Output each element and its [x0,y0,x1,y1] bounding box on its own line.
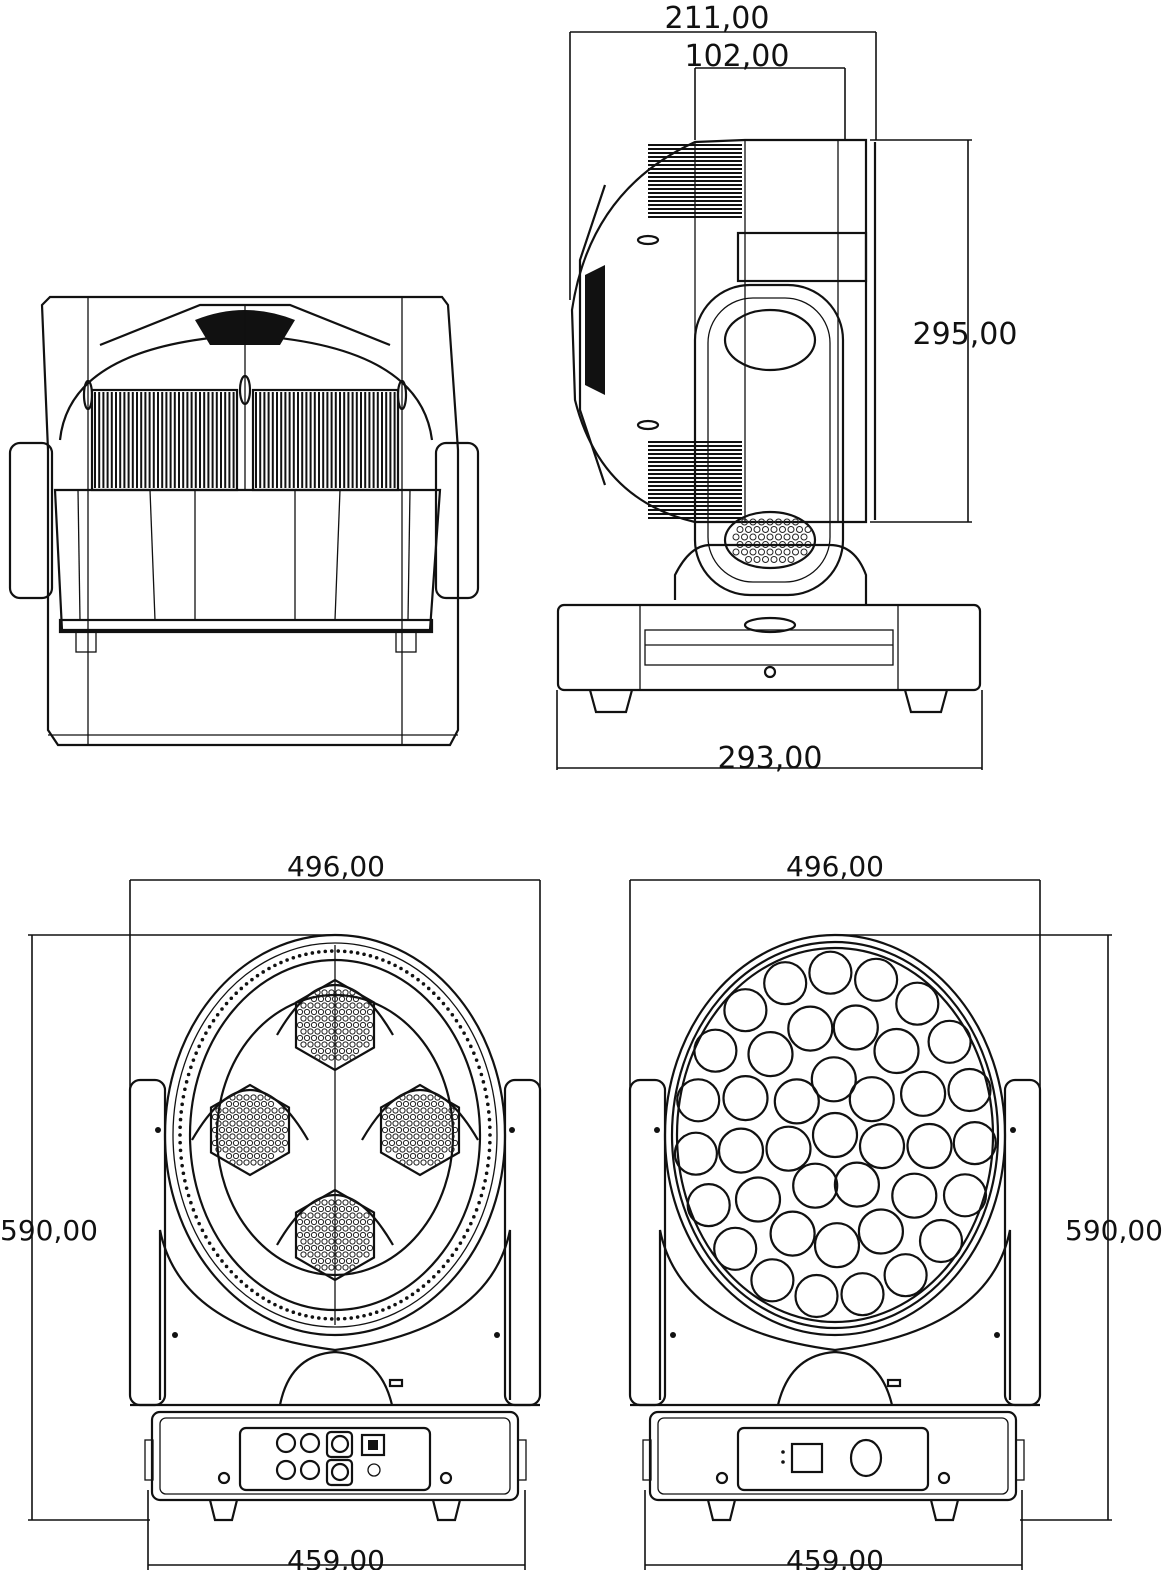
top-view [8,295,480,747]
side-view: 211,00 102,00 295,00 293,00 [556,1,1018,776]
side-base-width-label: 293,00 [718,741,823,776]
base-width-left-label: 459,00 [287,1544,385,1570]
front-height-right-label: 590,00 [1065,1214,1163,1247]
front-height-left-label: 590,00 [0,1214,98,1247]
side-depth-total-label: 211,00 [665,1,770,36]
base-width-right-label: 459,00 [786,1544,884,1570]
front-view-lenses: 496,00 590,00 459,00 [628,850,1163,1570]
front-width-left-label: 496,00 [287,850,385,883]
side-height-head-label: 295,00 [913,317,1018,352]
front-view-cluster: 496,00 590,00 459,00 [0,850,542,1570]
front-width-right-label: 496,00 [786,850,884,883]
side-depth-head-label: 102,00 [685,39,790,74]
